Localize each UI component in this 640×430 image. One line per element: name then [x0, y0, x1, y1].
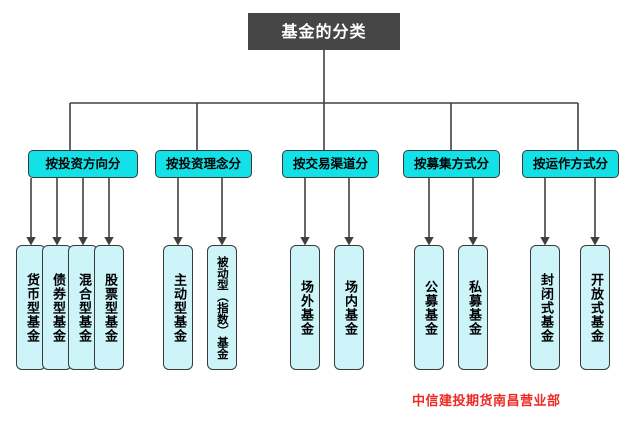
leaf-node-label: 债券型基金 [50, 272, 66, 343]
category-node-by-investment-philosophy[interactable]: 按投资理念分 [155, 150, 252, 178]
leaf-node-open-end-fund[interactable]: 开放式基金 [580, 245, 610, 370]
category-node-by-investment-direction[interactable]: 按投资方向分 [28, 150, 138, 178]
leaf-node-public-offering-fund[interactable]: 公募基金 [414, 245, 444, 370]
category-node-by-operation-method[interactable]: 按运作方式分 [522, 150, 619, 178]
leaf-node-hybrid-fund[interactable]: 混合型基金 [68, 245, 98, 370]
leaf-node-label: 封闭式基金 [538, 272, 554, 343]
leaf-node-label: 私募基金 [466, 279, 482, 336]
leaf-node-label: 场外基金 [298, 279, 314, 336]
leaf-node-label: 被动型（指数）基金 [215, 255, 230, 360]
leaf-node-label: 混合型基金 [76, 272, 92, 343]
leaf-node-label: 主动型基金 [171, 272, 187, 343]
leaf-node-label: 公募基金 [422, 279, 438, 336]
leaf-node-money-market-fund[interactable]: 货币型基金 [16, 245, 46, 370]
leaf-node-exchange-traded-fund[interactable]: 场内基金 [334, 245, 364, 370]
leaf-node-equity-fund[interactable]: 股票型基金 [94, 245, 124, 370]
category-node-label: 按投资理念分 [165, 155, 241, 171]
leaf-node-private-offering-fund[interactable]: 私募基金 [458, 245, 488, 370]
leaf-node-label: 开放式基金 [588, 272, 604, 343]
leaf-node-closed-end-fund[interactable]: 封闭式基金 [530, 245, 560, 370]
leaf-node-label: 股票型基金 [102, 272, 118, 343]
category-node-label: 按投资方向分 [45, 155, 121, 171]
leaf-node-active-fund[interactable]: 主动型基金 [163, 245, 193, 370]
leaf-node-passive-index-fund[interactable]: 被动型（指数）基金 [207, 245, 237, 370]
root-node-label: 基金的分类 [281, 21, 367, 41]
category-node-by-trading-channel[interactable]: 按交易渠道分 [282, 150, 379, 178]
category-node-label: 按运作方式分 [532, 155, 608, 171]
leaf-node-otc-fund[interactable]: 场外基金 [290, 245, 320, 370]
leaf-node-bond-fund[interactable]: 债券型基金 [42, 245, 72, 370]
leaf-node-label: 场内基金 [342, 279, 358, 336]
root-node-fund-classification[interactable]: 基金的分类 [248, 13, 400, 50]
category-node-by-fundraising-method[interactable]: 按募集方式分 [403, 150, 500, 178]
leaf-node-label: 货币型基金 [24, 272, 40, 343]
watermark-text: 中信建投期货南昌营业部 [412, 394, 561, 409]
category-node-label: 按交易渠道分 [292, 155, 368, 171]
category-node-label: 按募集方式分 [413, 155, 489, 171]
